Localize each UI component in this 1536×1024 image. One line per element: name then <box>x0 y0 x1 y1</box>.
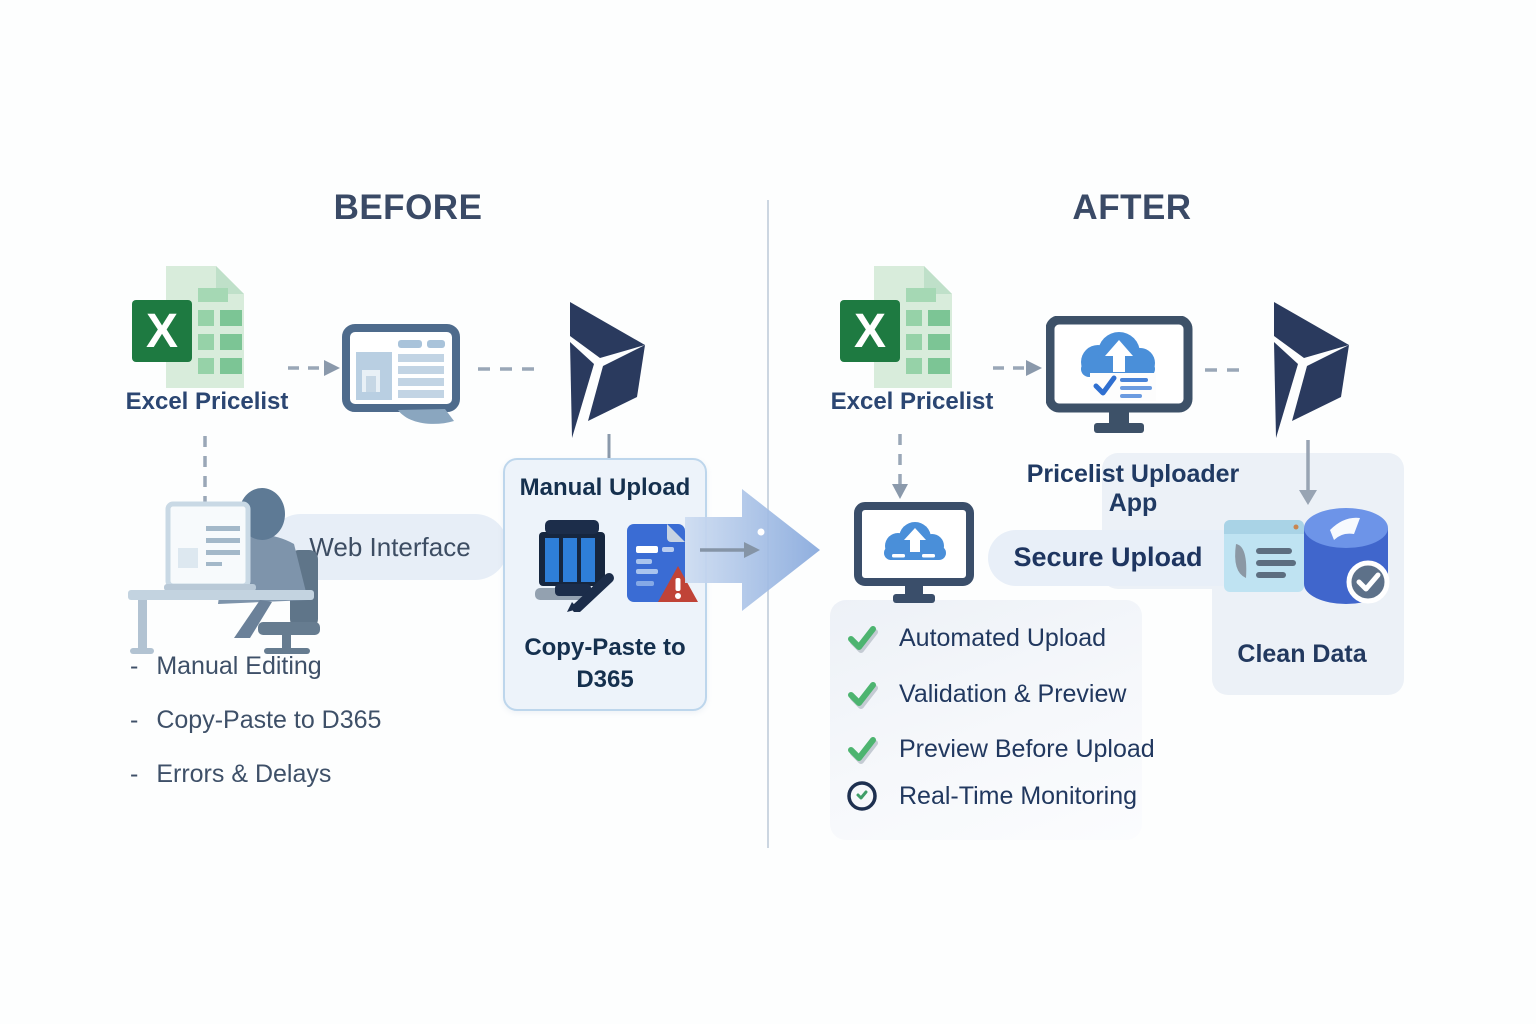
clipboard-edit-icon <box>535 520 614 612</box>
after-excel-label: Excel Pricelist <box>830 388 994 415</box>
checklist-item-preview-before-upload: Preview Before Upload <box>845 732 1155 766</box>
document-warning-icon <box>627 524 698 602</box>
excel-x-letter: X <box>146 305 178 358</box>
clean-data-label: Clean Data <box>1237 640 1367 668</box>
manual-upload-title: Manual Upload <box>519 474 691 501</box>
cloud-upload-monitor-icon-small <box>854 502 974 603</box>
dynamics-365-logo <box>1274 302 1349 438</box>
manual-upload-box: Manual Upload Copy-Paste to D365 <box>503 458 707 711</box>
checklist-panel <box>830 600 1142 840</box>
checklist-text: Validation & Preview <box>899 679 1127 708</box>
transition-arrow <box>685 489 820 611</box>
checklist-text: Automated Upload <box>899 623 1107 652</box>
database-verified-icon <box>1304 508 1390 604</box>
checklist-item-automated-upload: Automated Upload <box>845 621 1106 655</box>
check-icon <box>848 682 878 709</box>
bullet-dash: - <box>130 652 139 680</box>
bullet-text: Errors & Delays <box>156 760 332 788</box>
dynamics-365-logo <box>570 302 645 438</box>
cloud-upload-monitor-icon <box>1046 316 1193 433</box>
bullet-text: Manual Editing <box>156 652 322 680</box>
clock-icon <box>847 781 877 811</box>
check-icon <box>848 737 878 764</box>
before-excel-label: Excel Pricelist <box>125 388 289 415</box>
secure-upload-label: Secure Upload <box>1013 542 1203 572</box>
notes-card-icon <box>1224 520 1304 592</box>
before-bullet-2: - Copy-Paste to D365 <box>130 706 381 735</box>
manual-upload-caption: Copy-Paste to D365 <box>524 634 686 694</box>
pricelist-uploader-app-label: Pricelist Uploader App <box>1026 460 1240 517</box>
checklist-item-validation-preview: Validation & Preview <box>845 677 1126 711</box>
bullet-dash: - <box>130 706 139 734</box>
bullet-dash: - <box>130 760 139 788</box>
check-icon <box>848 626 878 653</box>
before-bullet-3: - Errors & Delays <box>130 760 331 789</box>
bullet-text: Copy-Paste to D365 <box>156 706 382 734</box>
checklist-text: Preview Before Upload <box>899 734 1155 763</box>
checklist-item-real-time-monitoring: Real-Time Monitoring <box>845 779 1137 813</box>
excel-file-icon: X <box>132 266 244 388</box>
after-title: AFTER <box>1072 188 1192 227</box>
checklist-text: Real-Time Monitoring <box>899 781 1138 810</box>
before-bullet-1: - Manual Editing <box>130 652 322 681</box>
person-at-desk-illustration <box>128 488 320 654</box>
web-interface-label: Web Interface <box>309 532 471 562</box>
before-title: BEFORE <box>333 188 483 227</box>
excel-x-letter: X <box>854 305 886 358</box>
web-browser-monitor-icon <box>342 324 460 424</box>
excel-file-icon: X <box>840 266 952 388</box>
